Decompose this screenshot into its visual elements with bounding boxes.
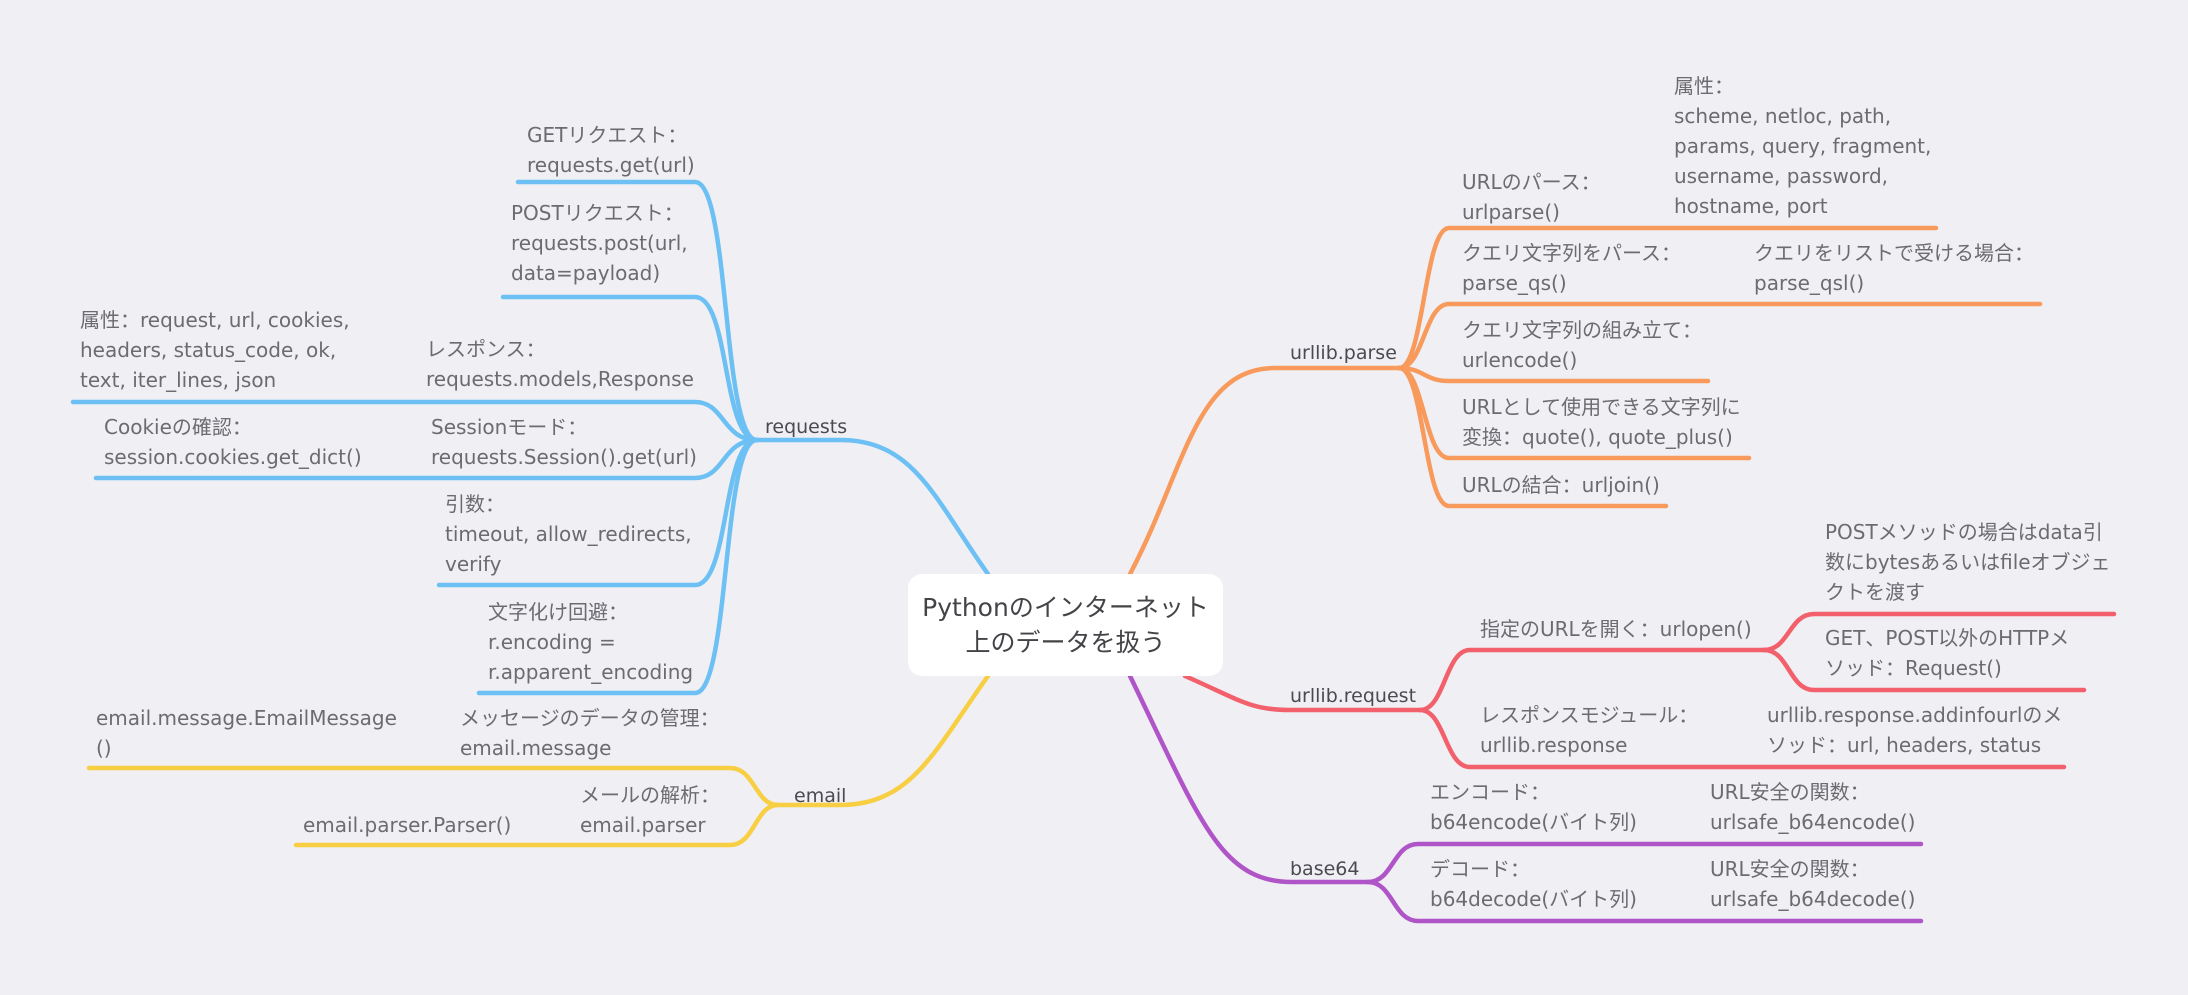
branch-urllib-request[interactable]: urllib.request <box>1290 685 1417 707</box>
node-response-attributes[interactable]: 属性：request, url, cookies, headers, statu… <box>80 308 350 392</box>
central-topic[interactable]: Pythonのインターネット 上のデータを扱う <box>908 574 1223 676</box>
node-urljoin[interactable]: URLの結合：urljoin() <box>1462 473 1660 497</box>
email-connectors <box>86 673 991 848</box>
node-post-request[interactable]: POSTリクエスト： requests.post(url, data=paylo… <box>511 201 688 285</box>
node-get-request[interactable]: GETリクエスト： requests.get(url) <box>527 123 695 177</box>
node-parser-class[interactable]: email.parser.Parser() <box>303 813 512 837</box>
central-topic-label: Pythonのインターネット 上のデータを扱う <box>922 593 1209 657</box>
node-b64encode[interactable]: エンコード： b64encode(バイト列) <box>1430 780 1637 834</box>
branch-urllib-parse[interactable]: urllib.parse <box>1290 342 1397 364</box>
node-urlparse[interactable]: URLのパース： urlparse() <box>1462 170 1601 224</box>
requests-connectors <box>70 179 991 696</box>
base64-connectors <box>1127 673 1924 924</box>
node-urlsafe-b64decode[interactable]: URL安全の関数： urlsafe_b64decode() <box>1710 857 1916 911</box>
node-other-http-methods[interactable]: GET、POST以外のHTTPメ ソッド：Request() <box>1825 626 2070 680</box>
node-urlopen[interactable]: 指定のURLを開く：urlopen() <box>1480 617 1752 641</box>
node-parse-qsl[interactable]: クエリをリストで受ける場合： parse_qsl() <box>1754 241 2034 295</box>
node-parser[interactable]: メールの解析： email.parser <box>580 783 720 837</box>
node-b64decode[interactable]: デコード： b64decode(バイト列) <box>1430 857 1637 911</box>
branch-base64[interactable]: base64 <box>1290 858 1360 880</box>
node-cookie-check[interactable]: Cookieの確認： session.cookies.get_dict() <box>104 415 362 469</box>
node-quote[interactable]: URLとして使用できる文字列に 変換：quote(), quote_plus() <box>1462 395 1741 449</box>
node-response[interactable]: レスポンス： requests.models,Response <box>426 337 694 391</box>
node-urlsafe-b64encode[interactable]: URL安全の関数： urlsafe_b64encode() <box>1710 780 1916 834</box>
node-encoding[interactable]: 文字化け回避： r.encoding = r.apparent_encoding <box>488 600 694 684</box>
node-parse-qs[interactable]: クエリ文字列をパース： parse_qs() <box>1462 241 1681 295</box>
node-email-message-class[interactable]: email.message.EmailMessage () <box>96 706 397 760</box>
node-response-module[interactable]: レスポンスモジュール： urllib.response <box>1480 703 1699 757</box>
node-post-method-note[interactable]: POSTメソッドの場合はdata引 数にbytesあるいはfileオブジェ クト… <box>1825 520 2111 604</box>
node-urlencode[interactable]: クエリ文字列の組み立て： urlencode() <box>1462 318 1702 372</box>
node-addinfourl[interactable]: urllib.response.addinfourlのメ ソッド：url, he… <box>1767 703 2063 757</box>
urllib-parse-connectors <box>1127 225 2043 577</box>
node-session-mode[interactable]: Sessionモード： requests.Session().get(url) <box>431 415 697 469</box>
branch-email[interactable]: email <box>794 785 847 807</box>
urllib-request-connectors <box>1182 611 2117 770</box>
node-arguments[interactable]: 引数： timeout, allow_redirects, verify <box>445 492 692 576</box>
branch-requests[interactable]: requests <box>765 416 848 438</box>
node-urlparse-attributes[interactable]: 属性： scheme, netloc, path, params, query,… <box>1674 74 1932 218</box>
node-message[interactable]: メッセージのデータの管理： email.message <box>460 706 720 760</box>
